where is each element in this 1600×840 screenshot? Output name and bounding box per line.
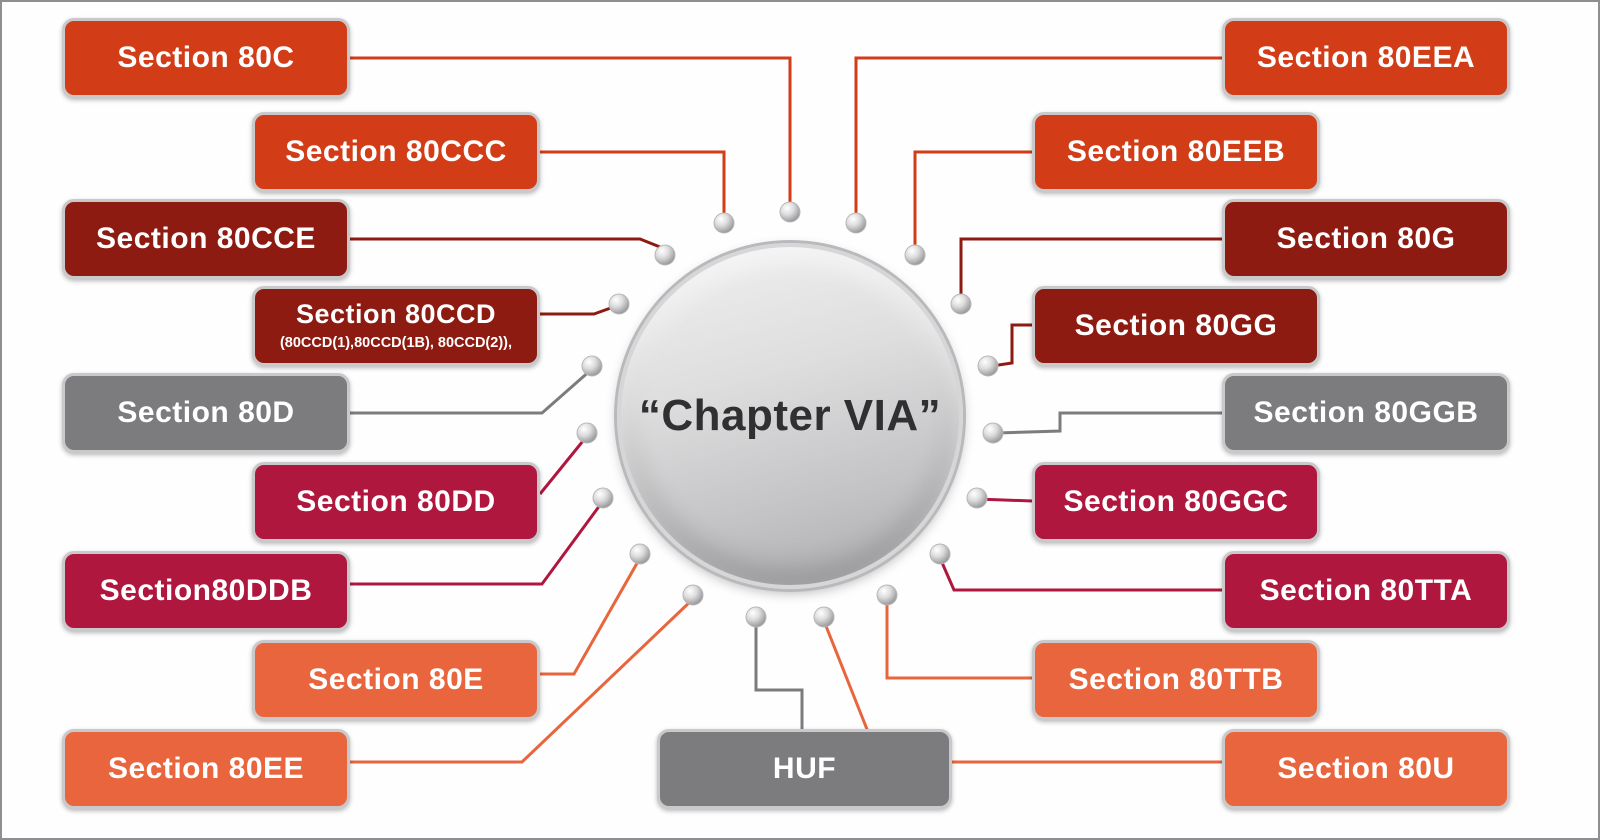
connector-dot	[845, 212, 867, 234]
connector-line-huf	[754, 621, 804, 729]
connector-dot	[654, 244, 676, 266]
connector-dot	[608, 293, 630, 315]
connector-dot	[966, 487, 988, 509]
connector-dot	[904, 244, 926, 266]
node-sublabel: (80CCD(1),80CCD(1B), 80CCD(2)),	[279, 335, 513, 352]
node-section-80e: Section 80E	[252, 640, 540, 720]
node-section-80cce: Section 80CCE	[62, 199, 350, 279]
center-node-label: “Chapter VIA”	[638, 391, 942, 440]
node-label: Section 80EE	[107, 752, 305, 785]
node-label: Section 80E	[308, 663, 484, 696]
connector-dot	[713, 212, 735, 234]
node-section-80eeb: Section 80EEB	[1032, 112, 1320, 192]
node-section-80g: Section 80G	[1222, 199, 1510, 279]
node-label: Section80DDB	[99, 574, 313, 607]
node-label: Section 80EEB	[1066, 135, 1286, 168]
node-section-80c: Section 80C	[62, 18, 350, 98]
node-section-80ddb: Section80DDB	[62, 551, 350, 631]
connector-dot	[929, 543, 951, 565]
node-label: Section 80GGB	[1253, 396, 1479, 429]
connector-dot	[977, 355, 999, 377]
connector-line-80ttb	[885, 599, 1032, 680]
node-section-80gg: Section 80GG	[1032, 286, 1320, 366]
connector-line-80g	[959, 237, 1222, 300]
node-section-80ttb: Section 80TTB	[1032, 640, 1320, 720]
connector-dot	[581, 355, 603, 377]
connector-line-80tta	[938, 557, 1222, 592]
connector-dot	[950, 293, 972, 315]
node-section-80ee: Section 80EE	[62, 729, 350, 809]
connector-dot	[682, 584, 704, 606]
connector-line-80cce	[350, 237, 666, 251]
node-label: Section 80CCD	[295, 299, 497, 330]
connector-line-80ee	[350, 597, 695, 764]
node-section-80tta: Section 80TTA	[1222, 551, 1510, 631]
node-label: Section 80TTB	[1068, 663, 1284, 696]
connector-dot	[813, 606, 835, 628]
node-label: Section 80GGC	[1063, 485, 1289, 518]
node-label: Section 80CCE	[96, 222, 316, 255]
node-section-80ccc: Section 80CCC	[252, 112, 540, 192]
node-label: Section 80D	[117, 396, 295, 429]
center-node-chapter-via: “Chapter VIA”	[617, 243, 963, 589]
node-label: Section 80C	[117, 41, 295, 74]
connector-line-80ddb	[350, 500, 605, 586]
connector-line-80e	[540, 557, 642, 676]
node-label: Section 80GG	[1074, 309, 1278, 342]
connector-line-80eea	[854, 56, 1222, 219]
node-label: Section 80U	[1277, 752, 1455, 785]
connector-dot	[592, 487, 614, 509]
connector-line-80ggb	[996, 411, 1222, 435]
connector-dot	[876, 584, 898, 606]
node-huf: HUF	[657, 729, 952, 809]
node-section-80dd: Section 80DD	[252, 462, 540, 542]
connector-line-80eeb	[913, 150, 1032, 251]
node-section-80eea: Section 80EEA	[1222, 18, 1510, 98]
connector-line-80d	[350, 367, 593, 415]
node-label: HUF	[772, 752, 837, 785]
node-section-80u: Section 80U	[1222, 729, 1510, 809]
node-label: Section 80EEA	[1256, 41, 1476, 74]
node-label: Section 80G	[1276, 222, 1456, 255]
node-label: Section 80CCC	[285, 135, 507, 168]
connector-dot	[576, 422, 598, 444]
node-section-80d: Section 80D	[62, 373, 350, 453]
node-section-80ggb: Section 80GGB	[1222, 373, 1510, 453]
connector-line-80c	[350, 56, 792, 204]
connector-line-80gg	[991, 323, 1032, 368]
connector-dot	[629, 543, 651, 565]
node-label: Section 80TTA	[1259, 574, 1473, 607]
connector-dot	[745, 606, 767, 628]
connector-line-80ccc	[540, 150, 726, 215]
node-label: Section 80DD	[296, 485, 496, 518]
node-section-80ggc: Section 80GGC	[1032, 462, 1320, 542]
node-section-80ccd: Section 80CCD (80CCD(1),80CCD(1B), 80CCD…	[252, 286, 540, 366]
connector-dot	[982, 422, 1004, 444]
connector-line-80dd	[538, 435, 589, 495]
connector-dot	[779, 201, 801, 223]
connector-line-80ccd	[540, 303, 620, 316]
